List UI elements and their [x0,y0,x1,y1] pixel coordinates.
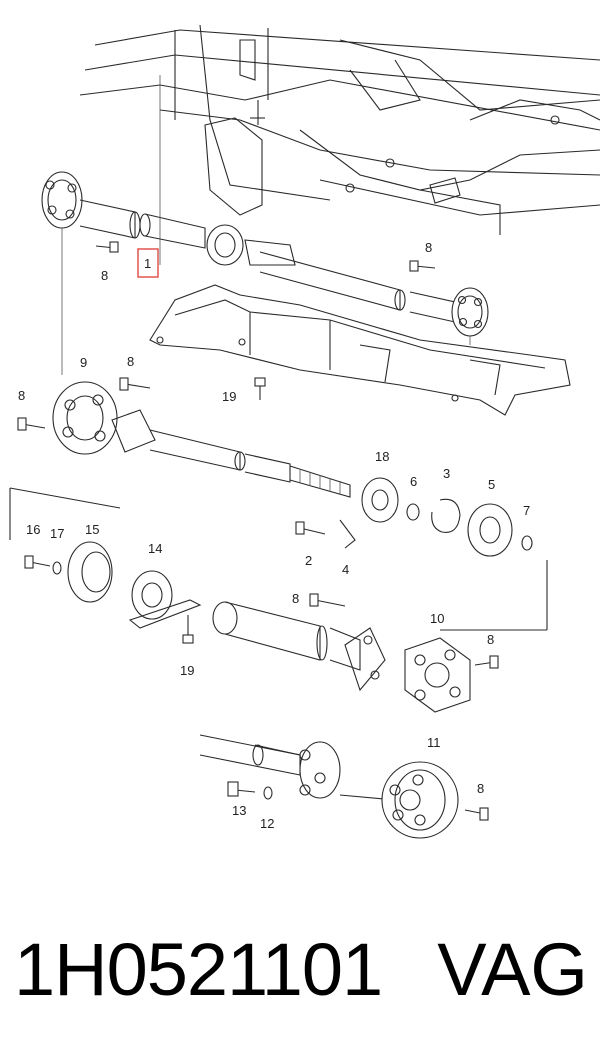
footer: 1H0521101 VAG [0,925,600,1015]
callout-8: 8 [292,591,299,606]
brand-label: VAG [437,928,588,1011]
callout-11: 11 [427,735,441,750]
callout-19: 19 [222,389,236,404]
callout-13: 13 [232,803,246,818]
vehicle-underbody [79,24,600,235]
callout-8: 8 [127,354,134,369]
callout-7: 7 [523,503,530,518]
callout-1-highlight-box [137,248,159,278]
callout-3: 3 [443,466,450,481]
callout-8: 8 [425,240,432,255]
callout-14: 14 [148,541,162,556]
callout-8: 8 [18,388,25,403]
callout-16: 16 [26,522,40,537]
callout-9: 9 [80,355,87,370]
callout-19: 19 [180,663,194,678]
bracketed-group [9,487,548,713]
callout-1: 1 [144,256,151,271]
callout-8: 8 [477,781,484,796]
upper-propshaft [41,75,489,400]
heat-shield [149,284,571,416]
bottom-group [199,734,489,839]
callout-2: 2 [305,553,312,568]
callout-8: 8 [101,268,108,283]
callout-6: 6 [410,474,417,489]
propshaft-exploded-diagram: 1 8 8 9 8 8 19 18 6 3 5 7 2 4 16 17 15 1… [9,24,600,839]
callout-18: 18 [375,449,389,464]
callout-5: 5 [488,477,495,492]
part-number: 1H0521101 [14,928,383,1011]
callout-17: 17 [50,526,64,541]
callouts: 1 8 8 9 8 8 19 18 6 3 5 7 2 4 16 17 15 1… [18,240,530,831]
callout-8: 8 [487,632,494,647]
callout-12: 12 [260,816,274,831]
callout-15: 15 [85,522,99,537]
callout-10: 10 [430,611,444,626]
callout-4: 4 [342,562,349,577]
middle-exploded-row [17,377,533,557]
